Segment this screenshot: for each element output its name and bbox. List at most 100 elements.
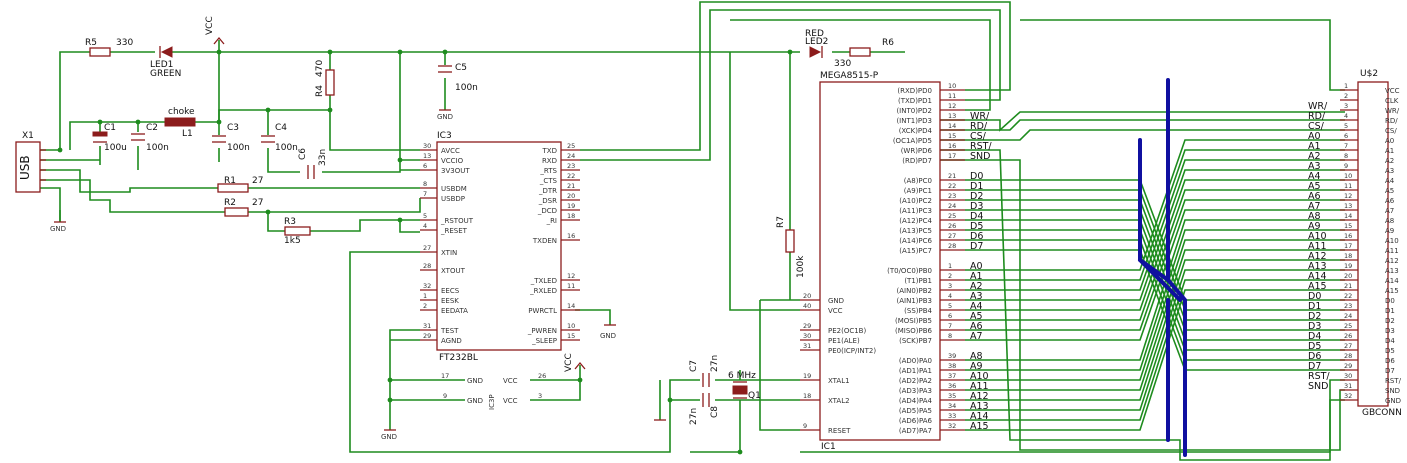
u2-net-label: RD/ [1308,111,1326,122]
led1-label: LED1 [150,60,173,70]
ic3-pin-number: 23 [567,162,575,170]
ic1-pin-label: (INT0)PD2 [896,107,932,115]
ic1-pin-label: PE1(ALE) [828,337,860,345]
c5-value: 100n [455,83,478,93]
r5-value: 330 [116,38,133,48]
q1-label: Q1 [748,391,761,401]
led1-color: GREEN [150,69,181,79]
u2-net-label: A5 [1308,181,1321,192]
u2-net-label: A14 [1308,271,1327,282]
ic1-pin-number: 38 [948,362,956,370]
ic3-pin-label: RXD [542,157,557,165]
ic1-net-label: D6 [970,231,983,242]
u2-pin-label: RD/ [1385,117,1398,125]
ic1-pin-label: (WR)PD6 [901,147,933,155]
q1-value: 6 MHz [728,371,756,381]
u2-pin-number: 31 [1344,382,1352,390]
u2-pin-number: 17 [1344,242,1352,250]
u2-pin-number: 10 [1344,172,1352,180]
u2-pin-label: A6 [1385,197,1395,205]
u2-pin-label: D3 [1385,327,1395,335]
ic1-net-label: A12 [970,391,989,402]
ic1-pin-number: 28 [948,242,956,250]
ic3-pin-number: 29 [423,332,431,340]
ic1-pin-label: (AD0)PA0 [899,357,932,365]
u2-pin-number: 22 [1344,292,1352,300]
u2-pin-number: 27 [1344,342,1352,350]
ic1-pin-number: 8 [948,332,952,340]
u2-pin-label: A15 [1385,287,1399,295]
ic3-pin-label: EESK [441,297,459,305]
ic1-net-label: A2 [970,281,983,292]
junction-dot [216,119,222,125]
ic3-pin-label: _CTS [539,177,558,185]
signal-line [965,179,1345,301]
ic1-pin-number: 20 [803,292,811,300]
signal-line [965,289,1345,431]
address-data-lines [965,139,1345,431]
signal-line [965,149,1345,281]
ic1-pin-label: GND [828,297,844,305]
ic3-pin-number: 32 [423,282,431,290]
r3-label: R3 [284,217,296,227]
junction-dot [265,107,271,113]
u2-pin-number: 4 [1344,112,1348,120]
ic1-net-label: CS/ [970,131,987,142]
ic1-net-label: A10 [970,371,989,382]
u2-pin-number: 13 [1344,202,1352,210]
ic3-pin-label: _DCD [537,207,557,215]
u2-net-label: A0 [1308,131,1321,142]
u2-pin-number: 16 [1344,232,1352,240]
ic3-pin-number: 12 [567,272,575,280]
u2-pin-label: A9 [1385,227,1394,235]
ic1-pin-label: (T1)PB1 [904,277,932,285]
u2-pin-label: A5 [1385,187,1394,195]
ic3-pin-label: _RXLED [529,287,557,295]
vcc-symbol-top: VCC [205,16,225,45]
c5-label: C5 [455,63,467,73]
ic1-pin-label: (XCK)PD4 [899,127,933,135]
ic1-pin-label: XTAL1 [828,377,850,385]
u2-pin-number: 3 [1344,102,1348,110]
crystal-caps: C7 27n 27n C8 6 MHz Q1 [689,355,761,425]
u2-pin-label: D6 [1385,357,1395,365]
ic1-net-label: D5 [970,221,983,232]
ic3-pin-label: EEDATA [441,307,468,315]
u2-pin-label: A14 [1385,277,1399,285]
u2-pin-number: 23 [1344,302,1352,310]
c4-label: C4 [275,123,287,133]
control-bus-wiring [800,111,1345,461]
svg-text:26: 26 [538,372,546,380]
ic1-net-label: WR/ [970,111,990,122]
junction-dot [97,119,103,125]
resistor-r2: R2 27 [224,198,263,217]
ic3-name: IC3 [437,131,452,141]
u2-net-label: A7 [1308,201,1321,212]
ic3-ft232bl: IC3 FT232BL 30AVCC13VCCIO63V3OUT8USBDM7U… [420,131,580,363]
u2-net-label: A11 [1308,241,1327,252]
u2-pin-number: 19 [1344,262,1352,270]
ic3-pin-number: 30 [423,142,431,150]
c4-value: 100n [275,143,298,153]
u2-pin-label: GND [1385,397,1401,405]
capacitor-c1: C1 100u [92,123,127,153]
ic1-net-label: D3 [970,201,983,212]
ic1-pin-number: 16 [948,142,956,150]
ic1-pin-label: (INT1)PD3 [896,117,932,125]
r4-value: 470 [315,60,325,77]
ic3-pin-number: 24 [567,152,575,160]
svg-text:GND: GND [437,113,453,121]
signal-line [965,139,1345,271]
ic3-pin-label: _SLEEP [531,337,557,345]
u2-gbconn: U$2 GBCONN 1VCC2CLK3WR/WR/4RD/RD/5CS/CS/… [1308,69,1402,418]
usb-connector: X1 USB [15,131,46,193]
bus-crossing [1138,78,1187,457]
u2-pin-number: 9 [1344,162,1348,170]
u2-pin-number: 7 [1344,142,1348,150]
u2-pin-label: A10 [1385,237,1399,245]
ic1-pin-number: 26 [948,222,956,230]
resistor-r1: R1 27 [217,176,263,193]
r2-label: R2 [224,198,236,208]
junction-dot [265,209,271,215]
resistor-r6: R6 330 [834,38,894,69]
